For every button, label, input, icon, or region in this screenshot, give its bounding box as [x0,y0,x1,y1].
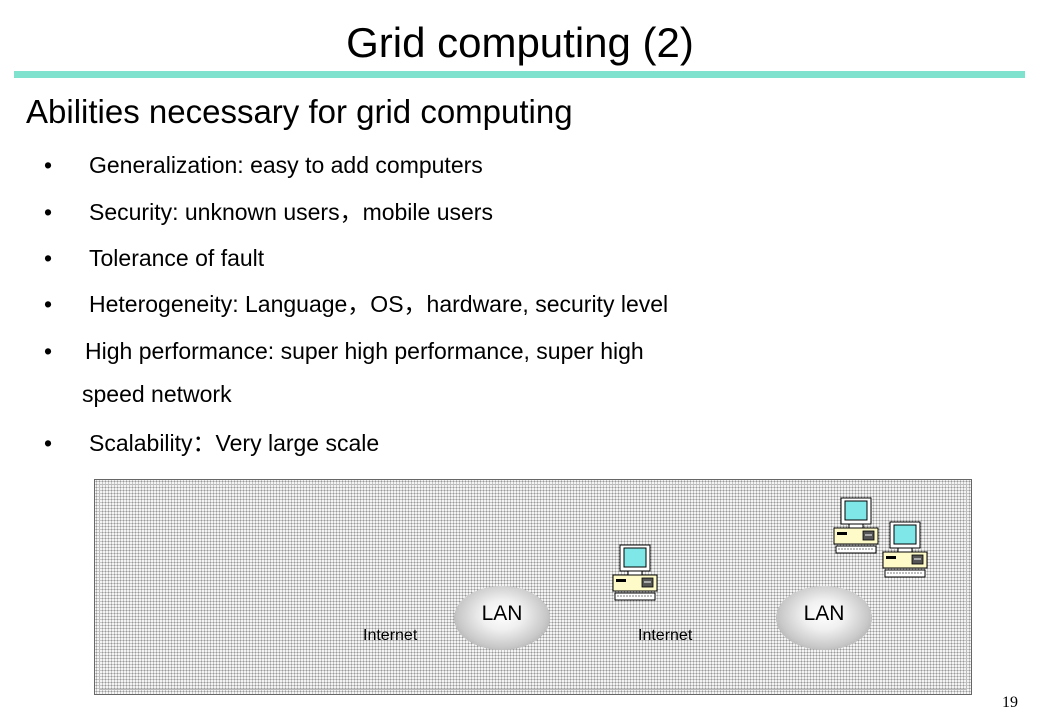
bullet-text-scalability: Scalability：Very large scale [89,430,380,456]
lan-cloud [454,586,550,650]
bullet-text-security: Security: unknown users，mobile users [89,199,493,225]
bullet-dot: • [44,338,53,364]
bullet-dot: • [44,152,53,178]
lan-label: LAN [481,602,523,625]
computer-icon [833,497,879,554]
internet-label: Internet [363,627,418,644]
bullet-text-tolerance: Tolerance of fault [89,245,265,271]
bullet-text-generalization: Generalization: easy to add computers [89,152,483,178]
bullet-text-performance-continuation: speed network [82,381,232,407]
bullet-text-performance: High performance: super high performance… [85,338,644,364]
slide-title: Grid computing (2) [346,19,694,66]
bullet-dot: • [44,245,53,271]
bullet-text-heterogeneity: Heterogeneity: Language，OS，hardware, sec… [89,291,669,317]
lan-cloud [776,586,872,650]
network-diagram: LAN LAN Internet Internet [94,479,972,695]
internet-label: Internet [638,627,693,644]
page-number: 19 [1002,694,1018,711]
diagram-inner-border [99,484,967,690]
slide-subtitle: Abilities necessary for grid computing [26,93,573,130]
bullet-dot: • [44,430,53,456]
bullet-dot: • [44,199,53,225]
computer-icon [612,544,658,601]
title-divider [14,71,1025,78]
computer-icon [882,521,928,578]
bullet-dot: • [44,291,53,317]
lan-label: LAN [803,602,845,625]
